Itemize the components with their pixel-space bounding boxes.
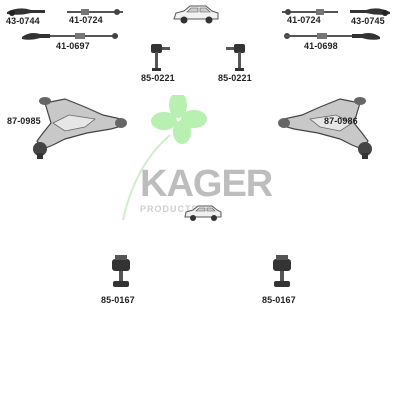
control-arm-right-image [278, 97, 372, 159]
part-label-87-0985: 87-0985 [7, 116, 41, 126]
part-label-85-0221-right: 85-0221 [218, 73, 252, 83]
car-icon [173, 5, 219, 24]
rear-link-left-image [112, 255, 130, 287]
tie-rod-end-left-image [7, 8, 45, 16]
part-label-41-0698: 41-0698 [304, 41, 338, 51]
part-label-41-0697: 41-0697 [56, 41, 90, 51]
inner-tie-rod-left-image [67, 9, 123, 15]
part-label-43-0745: 43-0745 [351, 16, 385, 26]
tie-rod-assembly-right-image [284, 33, 380, 40]
tie-rod-end-right-image [350, 8, 390, 16]
brand-name: KAGER [140, 163, 273, 205]
part-label-85-0221-left: 85-0221 [141, 73, 175, 83]
part-label-41-0724-left: 41-0724 [69, 15, 103, 25]
stabilizer-link-left-image [151, 44, 170, 71]
part-label-41-0724-right: 41-0724 [287, 15, 321, 25]
part-label-85-0167-right: 85-0167 [262, 295, 296, 305]
inner-tie-rod-right-image [282, 9, 338, 15]
part-label-85-0167-left: 85-0167 [101, 295, 135, 305]
car-icon-center [184, 205, 222, 221]
rear-link-right-image [273, 255, 291, 287]
part-label-87-0986: 87-0986 [324, 116, 358, 126]
part-label-43-0744: 43-0744 [6, 16, 40, 26]
kager-leaf-logo [122, 95, 207, 221]
tie-rod-assembly-left-image [22, 33, 118, 40]
stabilizer-link-right-image [226, 44, 245, 71]
brand-subtitle: PRODUCTS [140, 204, 199, 214]
control-arm-left-image [33, 97, 127, 159]
